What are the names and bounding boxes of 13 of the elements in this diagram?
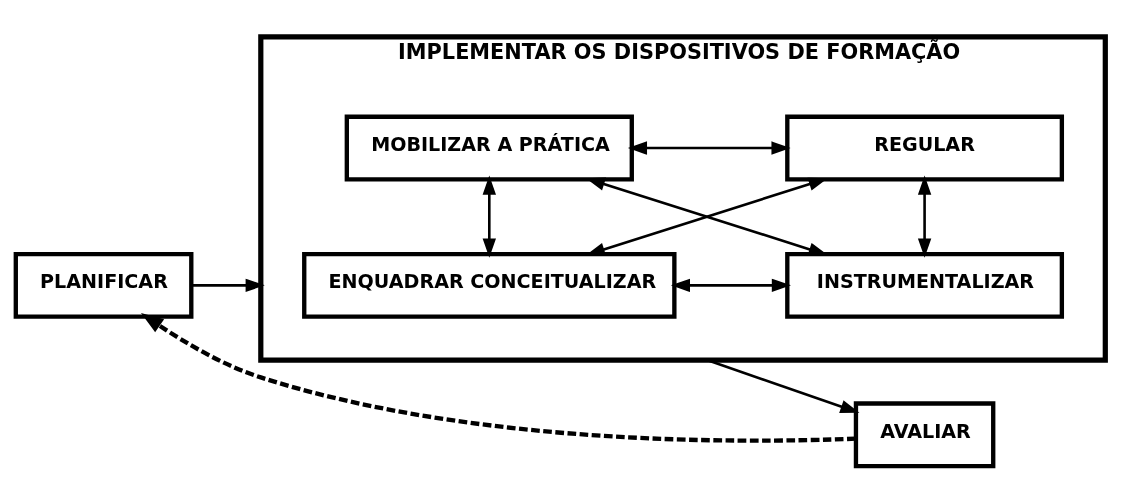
node-box: ENQUADRAR CONCEITUALIZAR (302, 251, 677, 319)
node-box: REGULAR (785, 114, 1065, 181)
arrow (917, 174, 932, 258)
arrow (140, 312, 856, 443)
node-box: INSTRUMENTALIZAR (785, 251, 1065, 319)
arrow (191, 278, 265, 292)
arrow (627, 140, 791, 155)
node-box: AVALIAR (853, 400, 996, 468)
arrow (482, 174, 496, 258)
arrow (670, 278, 791, 292)
node-box: PLANIFICAR (13, 251, 194, 319)
node-box: MOBILIZAR A PRÁTICA (344, 114, 634, 181)
arrow (706, 358, 860, 413)
